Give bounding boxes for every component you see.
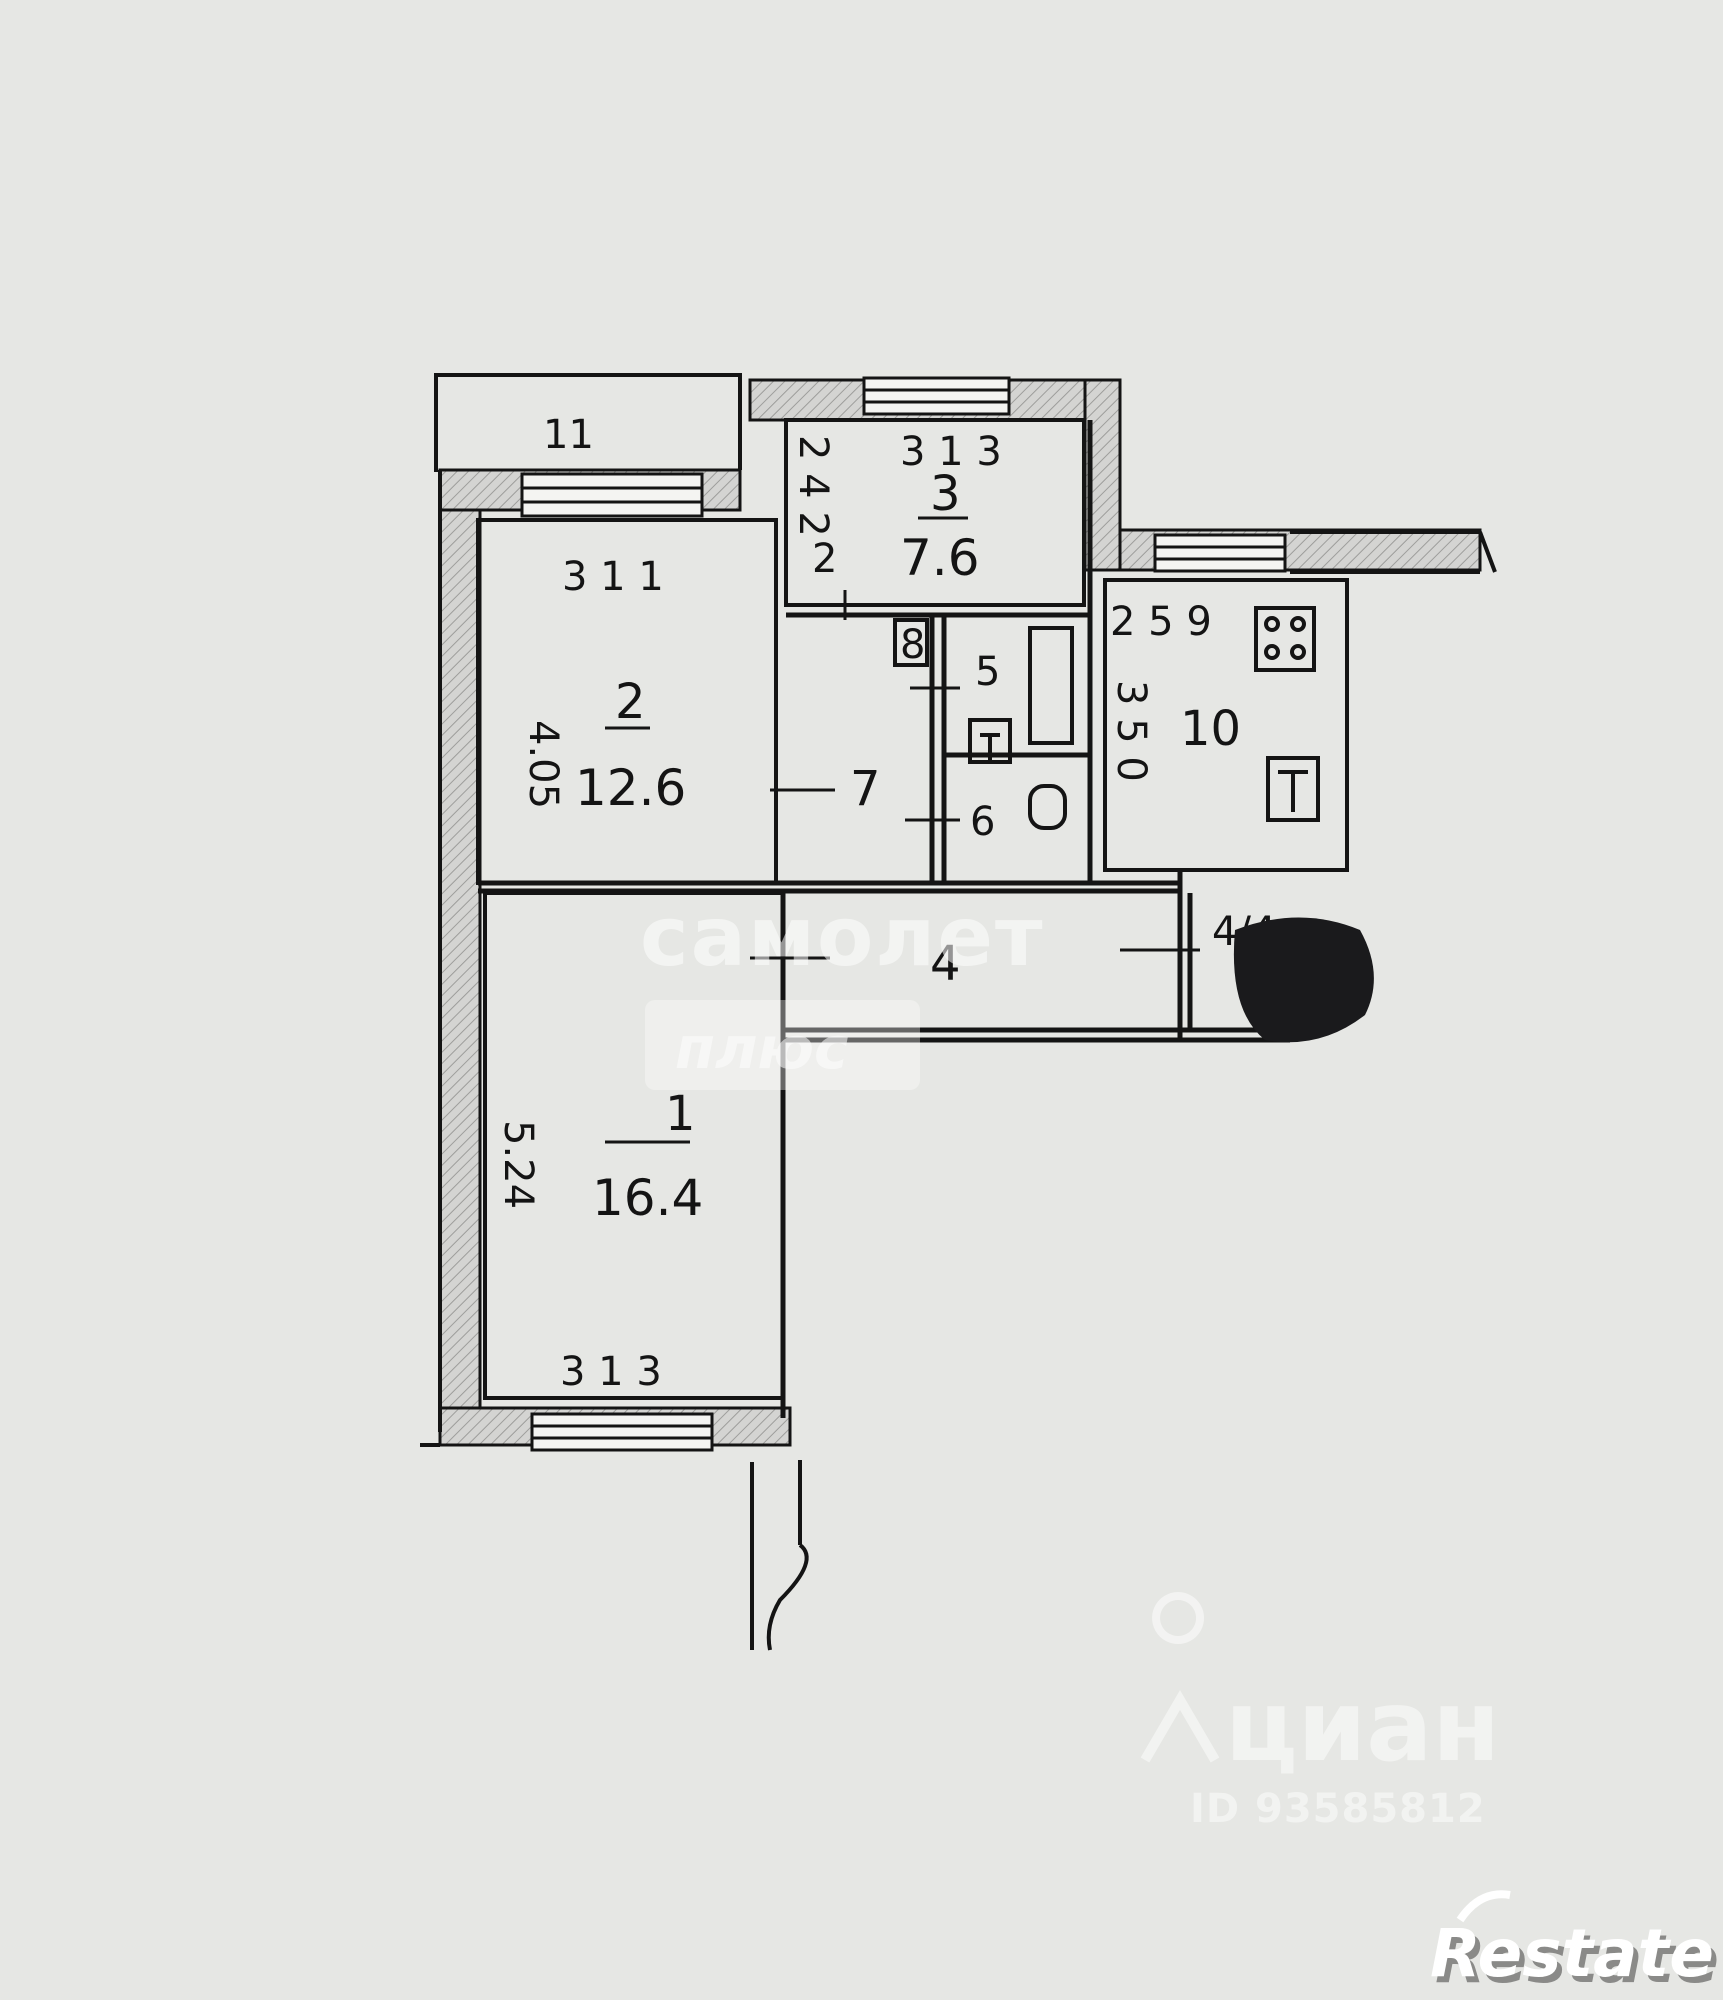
restate-watermark: Restate Restate: [1430, 1890, 1719, 1998]
entrance-stub: [750, 1460, 809, 1651]
interior-partitions: [478, 420, 1290, 1418]
balcony-label: 11: [543, 412, 594, 458]
exterior-extension: [1290, 530, 1497, 574]
left-exterior-lines: [420, 470, 442, 1447]
wc-label: 6: [970, 799, 995, 845]
hall-label: 7: [850, 761, 881, 817]
room-3-outline: [784, 418, 1086, 607]
dimension-ticks: [750, 590, 1200, 960]
room-3-number: 3: [930, 466, 961, 522]
window-room-2: [520, 472, 704, 518]
redaction-blot: [1233, 917, 1374, 1043]
kitchen-length: 3 5 0: [1108, 680, 1154, 782]
balcony: [434, 373, 742, 472]
bath-label: 5: [975, 649, 1000, 695]
room-3-length: 2 4 2: [790, 435, 836, 537]
room-2-number: 2: [615, 674, 646, 730]
room-2-length: 4.05: [520, 720, 566, 809]
sink-icon: [968, 718, 1012, 764]
cian-id-text: ID 93585812: [1190, 1786, 1486, 1832]
window-room-1: [530, 1412, 714, 1452]
window-room-3: [862, 376, 1011, 416]
cian-watermark: циан ID 93585812: [1140, 1592, 1500, 1832]
room-1-area: 16.4: [592, 1169, 703, 1227]
room-1-number: 1: [665, 1086, 696, 1142]
samolet-text: самолет: [640, 890, 1045, 985]
plus-badge: [645, 1000, 920, 1090]
room-1-width: 3 1 3: [560, 1349, 662, 1395]
kitchen-outline: [1103, 578, 1349, 872]
kitchen-sink-icon: [1266, 756, 1320, 822]
windows: [520, 376, 1287, 1452]
bathtub-icon: [1028, 626, 1074, 745]
window-kitchen: [1153, 533, 1287, 573]
room-3-width: 3 1 3: [900, 429, 1002, 475]
storage-label: 8: [900, 622, 925, 668]
room-3-area: 7.6: [900, 529, 980, 587]
toilet-icon: [1028, 784, 1067, 830]
storage-box: [893, 618, 929, 667]
room-1-length: 5.24: [495, 1120, 541, 1209]
room-2-area: 12.6: [575, 759, 686, 817]
room-3-side: 2: [812, 536, 837, 582]
plus-text: плюс: [675, 1014, 848, 1082]
kitchen-width: 2 5 9: [1110, 599, 1212, 645]
stove-icon: [1254, 606, 1316, 672]
bath-fixtures: [893, 618, 1074, 830]
restate-logo-icon: [1456, 1890, 1511, 1923]
restate-text: Restate: [1430, 1915, 1714, 1992]
samolet-watermark: самолет плюс: [640, 890, 1045, 1090]
cian-logo-icon: [1140, 1592, 1220, 1763]
restate-shadow: Restate: [1435, 1921, 1719, 1998]
kitchen-number: 10: [1180, 701, 1241, 757]
corridor-label: 4: [930, 936, 961, 992]
room-2-width: 3 1 1: [562, 554, 664, 600]
wall-left: [438, 468, 482, 1420]
cian-text: циан: [1225, 1670, 1500, 1784]
kitchen-fixtures: [1254, 606, 1320, 822]
